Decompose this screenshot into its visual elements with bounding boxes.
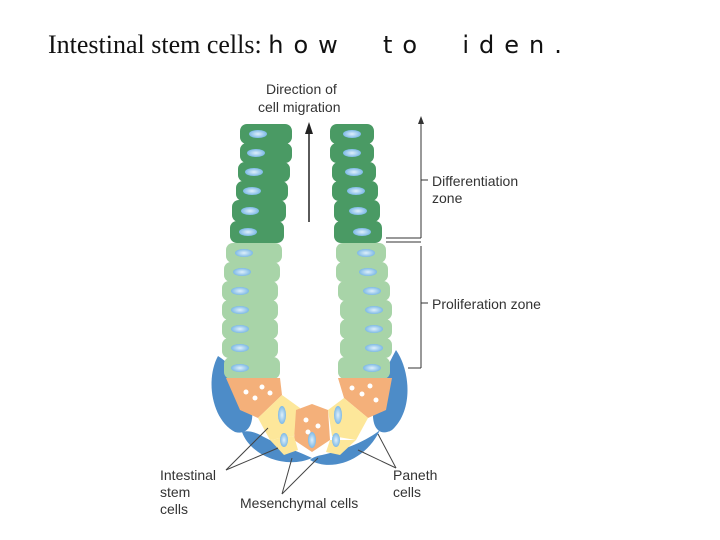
title-spaced: how to iden. [268, 31, 572, 59]
stem-label-line1: Intestinal [160, 467, 216, 483]
proliferation-label: Proliferation zone [432, 296, 541, 312]
stem-label-line3: cells [160, 501, 188, 517]
nuclei [231, 130, 383, 448]
mesenchymal-label: Mesenchymal cells [240, 495, 358, 511]
migration-label-line2: cell migration [258, 99, 340, 115]
paneth-label-line2: cells [393, 484, 421, 500]
migration-arrow [305, 122, 313, 222]
slide-title: Intestinal stem cells: how to iden. [48, 30, 572, 60]
differentiation-label-line1: Differentiation [432, 173, 518, 189]
zone-brackets [386, 116, 428, 369]
paneth-label-line1: Paneth [393, 467, 437, 483]
left-crypt-column [222, 124, 292, 379]
stem-label-line2: stem [160, 484, 190, 500]
migration-label-line1: Direction of [266, 81, 337, 97]
pointer-lines [225, 427, 397, 495]
title-main: Intestinal stem cells: [48, 30, 269, 59]
differentiation-label-line2: zone [432, 190, 463, 206]
